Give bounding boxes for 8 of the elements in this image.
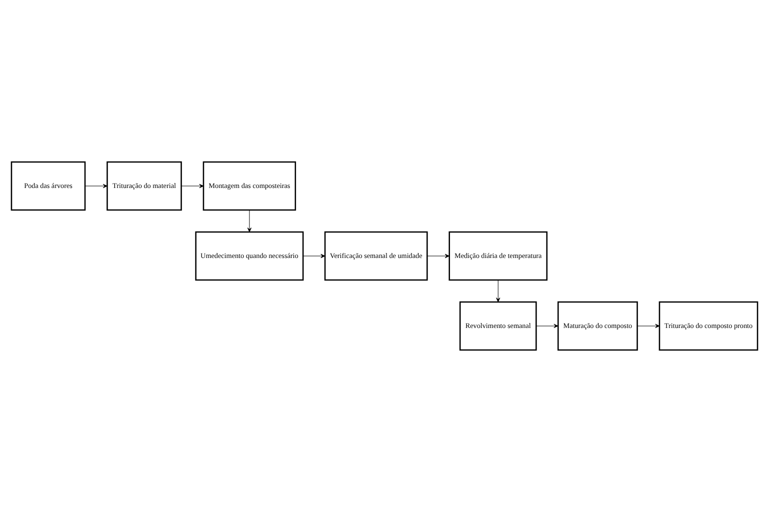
arrow xyxy=(536,323,558,328)
arrow xyxy=(496,279,500,302)
arrow xyxy=(247,209,252,232)
arrow xyxy=(637,323,660,328)
arrow xyxy=(84,183,108,188)
arrow xyxy=(302,253,326,258)
arrow xyxy=(181,183,204,188)
arrow xyxy=(427,253,450,258)
